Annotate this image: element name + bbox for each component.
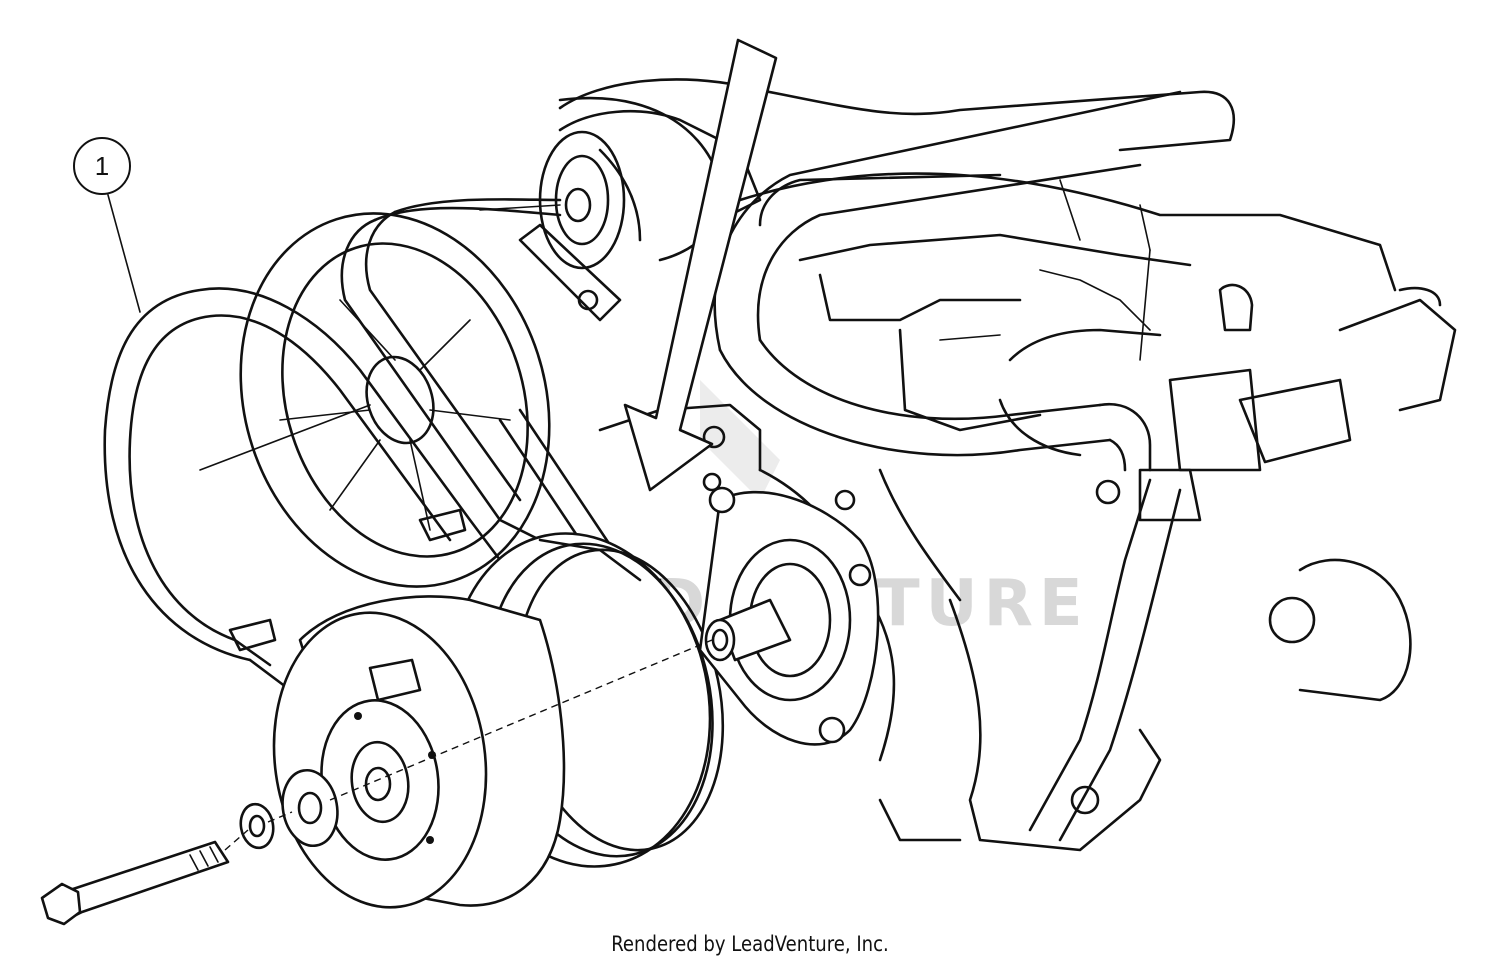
callout-label: 1 — [95, 151, 109, 181]
assembly-lines — [224, 639, 713, 851]
callout-1: 1 — [73, 137, 141, 313]
hydraulic-line — [1028, 468, 1202, 842]
coolant-pipe — [713, 90, 1182, 472]
mounting-flange — [698, 486, 880, 746]
lock-washer — [239, 802, 275, 850]
hardware — [40, 768, 339, 926]
flat-washer — [281, 768, 339, 848]
fan-pulley — [199, 212, 551, 588]
engine-block — [558, 78, 1457, 852]
direction-arrow — [623, 38, 778, 492]
footer-credit: Rendered by LeadVenture, Inc. — [611, 932, 889, 956]
drive-belt-outer — [103, 287, 502, 692]
idler-pulley — [272, 595, 566, 909]
